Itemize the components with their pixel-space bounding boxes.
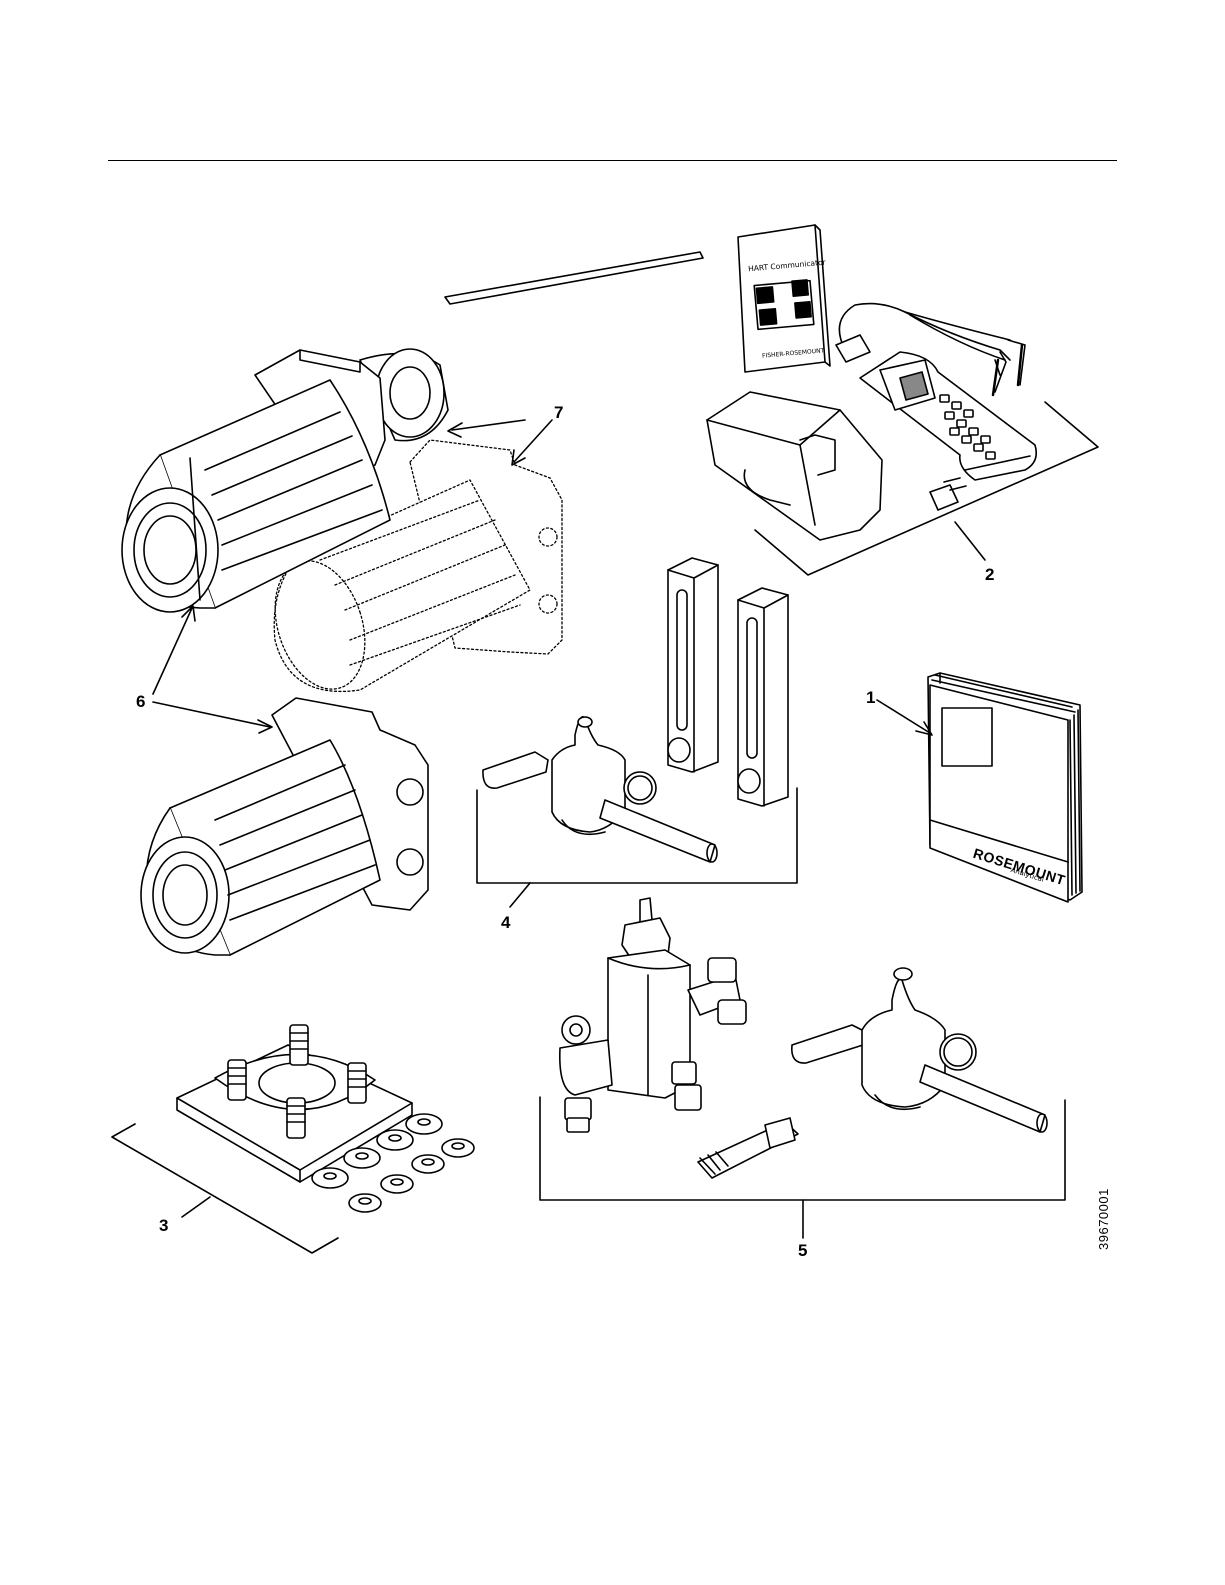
callout-4: 4 bbox=[501, 914, 510, 931]
hart-communicator bbox=[860, 352, 1036, 480]
callout-3: 3 bbox=[159, 1217, 168, 1234]
probe-rod bbox=[445, 252, 703, 304]
figure-id: 39670001 bbox=[1096, 1188, 1111, 1250]
callout-7: 7 bbox=[554, 404, 563, 421]
callout-5: 5 bbox=[798, 1242, 807, 1259]
callout-1: 1 bbox=[866, 689, 875, 706]
probe-head-bottom bbox=[141, 698, 428, 955]
calibration-kit-5 bbox=[540, 898, 1065, 1238]
connector bbox=[930, 478, 966, 510]
callout-2: 2 bbox=[985, 566, 994, 583]
carrying-case bbox=[707, 392, 882, 540]
flowmeters bbox=[668, 558, 788, 806]
callout-6: 6 bbox=[136, 693, 145, 710]
